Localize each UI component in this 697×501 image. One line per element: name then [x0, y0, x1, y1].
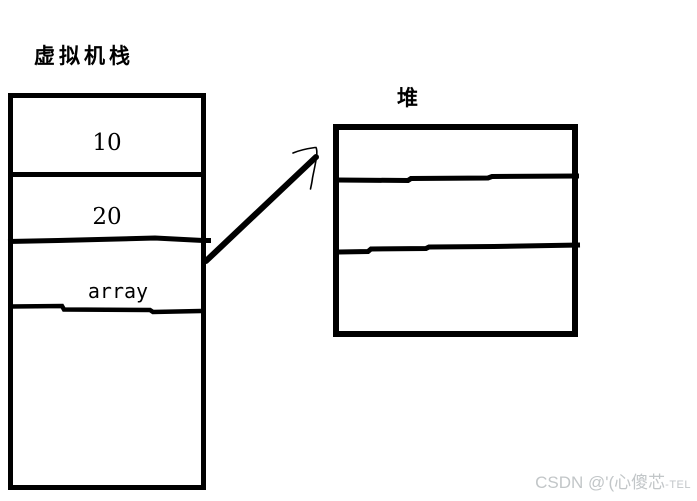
csdn-watermark-text: CSDN @'(心傻芯: [535, 473, 666, 492]
heap-title: 堆: [397, 85, 418, 110]
stack-title: 虚拟机栈: [34, 43, 134, 68]
stack-cell-value-20: 20: [92, 204, 122, 230]
arrow-head-icon: [292, 146, 318, 190]
csdn-watermark: CSDN @'(心傻芯-TEL: [535, 468, 691, 493]
stack-box: [8, 93, 206, 490]
arrow-line: [203, 154, 319, 264]
heap-box: [333, 124, 578, 337]
csdn-watermark-suffix: -TEL: [665, 479, 691, 491]
stack-cell-value-10: 10: [92, 130, 122, 156]
stack-cell-value-array: array: [87, 279, 149, 303]
